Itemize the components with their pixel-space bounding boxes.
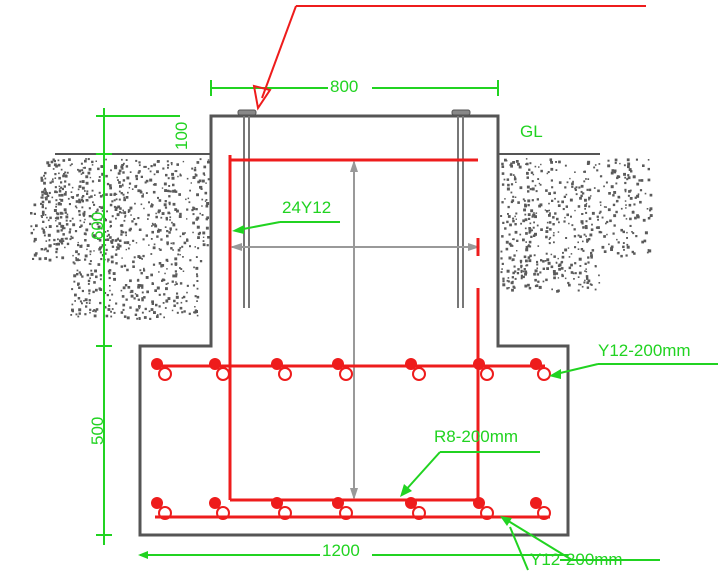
bottom-rebar-row — [151, 497, 551, 520]
rebar-hook — [158, 367, 172, 381]
rebar-hook — [537, 506, 551, 520]
rebar-dot — [405, 358, 417, 370]
links-label: R8-200mm — [434, 427, 518, 446]
soil-fill-left — [30, 158, 210, 320]
leader-top-mesh — [549, 363, 718, 379]
rebar-hook — [480, 506, 494, 520]
starter-bars-label: 24Y12 — [282, 198, 331, 217]
rebar-dot — [473, 497, 485, 509]
top-mesh-label: Y12-200mm — [598, 341, 691, 360]
leader-bottom-mesh — [500, 516, 660, 571]
leader-links — [400, 451, 540, 497]
dimension-1200-line — [138, 551, 568, 559]
rebar-dot — [151, 497, 163, 509]
dimension-800-label: 800 — [330, 77, 358, 96]
leader-starter-bars — [232, 221, 340, 234]
rebar-dot — [271, 358, 283, 370]
bottom-mesh-label: Y12-200mm — [530, 550, 623, 569]
rebar-dot — [332, 358, 344, 370]
rebar-hook — [537, 367, 551, 381]
soil-fill-right — [500, 158, 653, 293]
rebar-hook — [278, 506, 292, 520]
rebar-dot — [530, 358, 542, 370]
rebar-hook — [339, 506, 353, 520]
dimension-600-label: 600 — [88, 212, 107, 240]
dimension-1200-label: 1200 — [322, 541, 360, 560]
dimension-500-label: 500 — [88, 417, 107, 445]
rebar-hook — [339, 367, 353, 381]
rebar-hook — [480, 367, 494, 381]
rebar-dot — [332, 497, 344, 509]
dimension-100-label: 100 — [172, 122, 191, 150]
rebar-hook — [278, 367, 292, 381]
rebar-dot — [271, 497, 283, 509]
red-leader-anchor-bolt — [252, 5, 646, 111]
rebar-dot — [405, 497, 417, 509]
top-rebar-row — [151, 358, 551, 381]
dimension-800-line — [210, 80, 499, 96]
internal-vertical-arrow — [350, 160, 358, 500]
rebar-dot — [530, 497, 542, 509]
rebar-dot — [209, 497, 221, 509]
internal-horizontal-arrow — [230, 243, 480, 251]
rebar-hook — [158, 506, 172, 520]
rebar-hook — [216, 506, 230, 520]
anchor-bolt-right — [451, 109, 471, 308]
rebar-hook — [412, 367, 426, 381]
ground-level-label: GL — [520, 122, 543, 141]
rebar-hook — [412, 506, 426, 520]
dimension-left-vertical — [96, 108, 180, 545]
anchor-bolt-left — [237, 109, 257, 308]
rebar-dot — [473, 358, 485, 370]
rebar-dot — [151, 358, 163, 370]
rebar-dot — [209, 358, 221, 370]
rebar-hook — [216, 367, 230, 381]
concrete-outline — [138, 114, 570, 537]
